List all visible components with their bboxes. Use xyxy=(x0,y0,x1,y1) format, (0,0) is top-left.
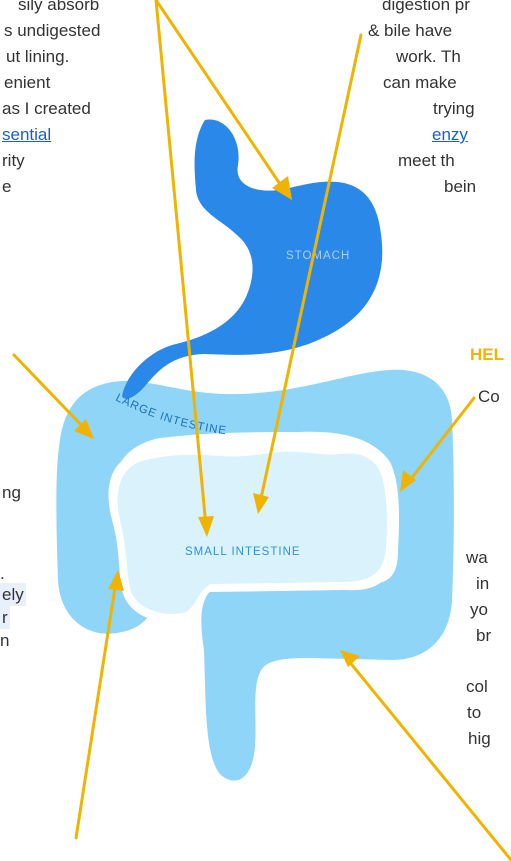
small-intestine-label: SMALL INTESTINE xyxy=(185,546,301,558)
arrow-to-colon-bottom-right xyxy=(348,660,511,860)
stomach-label: STOMACH xyxy=(286,250,350,262)
arrow-to-large-intestine-left xyxy=(14,355,86,430)
